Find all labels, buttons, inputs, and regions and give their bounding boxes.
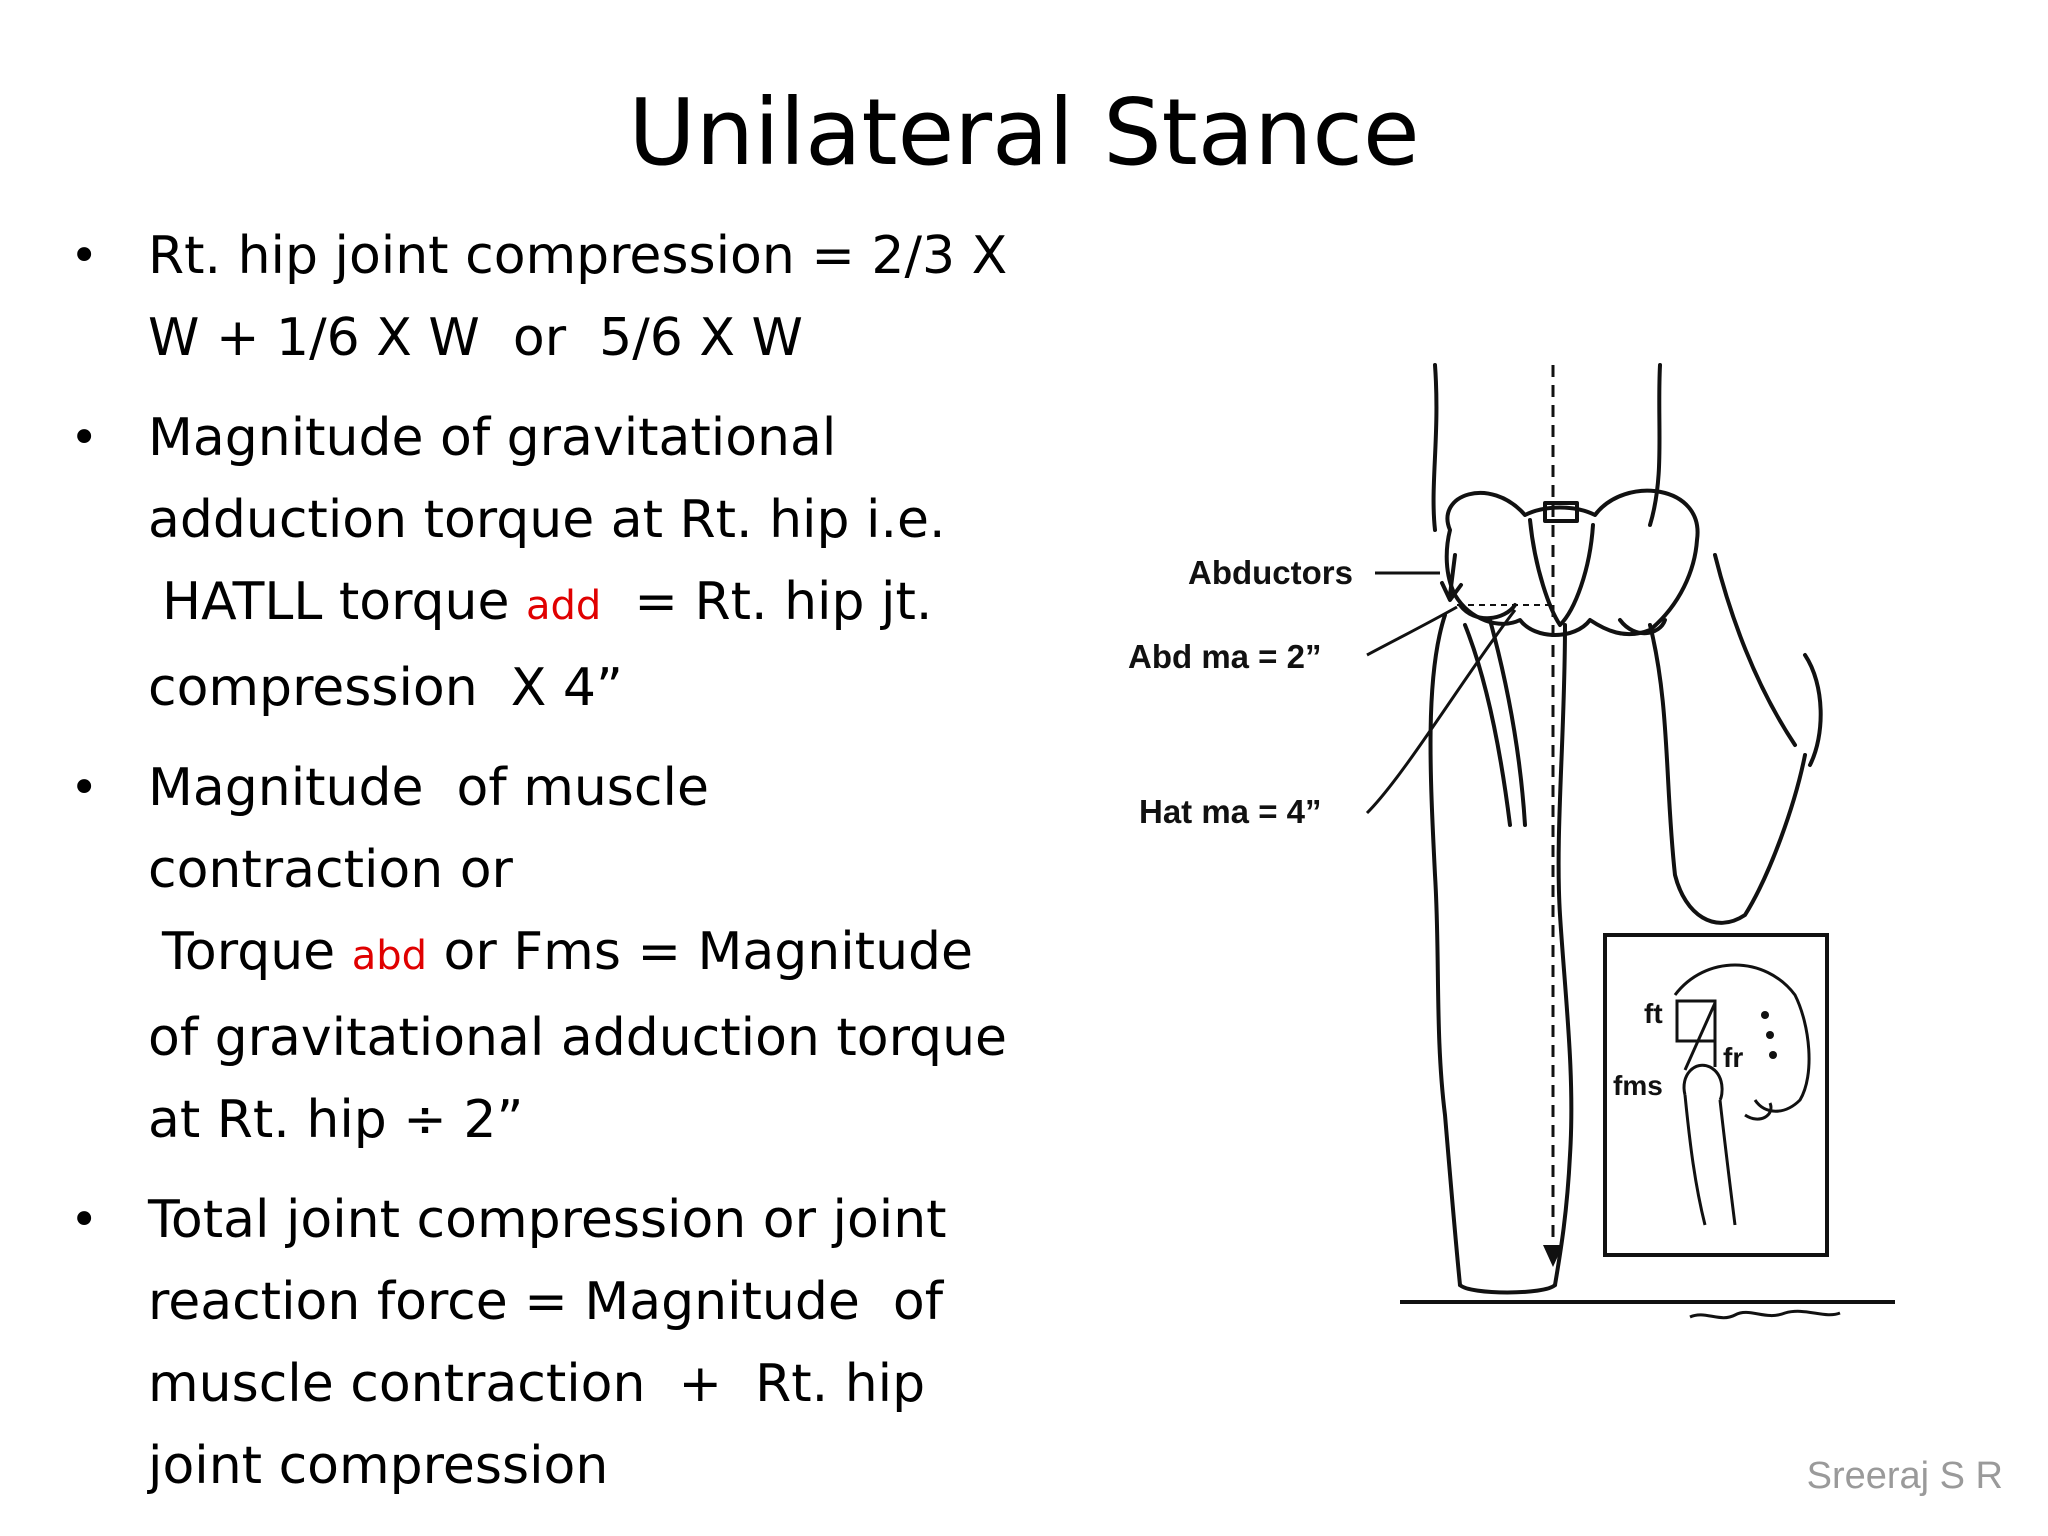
bullet-line: Total joint compression or joint: [148, 1190, 947, 1250]
bullet-line: joint compression: [148, 1436, 609, 1496]
abd-ma-leader: [1366, 605, 1458, 657]
inset-acetabulum: [1744, 1102, 1773, 1121]
label-abd-ma: Abd ma = 2”: [1128, 638, 1321, 675]
abductor-force-line: [1448, 553, 1457, 597]
formula-suffix: or Fms = Magnitude: [443, 922, 974, 982]
formula-line: at Rt. hip ÷ 2”: [148, 1090, 524, 1150]
label-ft: ft: [1644, 998, 1663, 1029]
force-parallelogram: [1675, 999, 1717, 1043]
formula-suffix: = Rt. hip jt.: [634, 572, 933, 632]
inset-drawing: [1673, 963, 1811, 1226]
inset-pelvis: [1673, 963, 1811, 1113]
acetabulum-right: [1618, 618, 1667, 636]
formula-line: compression X 4”: [148, 658, 623, 718]
bullet-line: muscle contraction + Rt. hip: [148, 1354, 926, 1414]
stance-leg-inner: [1553, 623, 1574, 1287]
pelvis-outline: [1444, 488, 1700, 637]
formula-line: of gravitational adduction torque: [148, 1008, 1008, 1068]
formula-prefix: Torque: [162, 922, 336, 982]
bullet-item-1: • Rt. hip joint compression = 2/3 X W + …: [70, 215, 1100, 379]
bullet-line: W + 1/6 X W or 5/6 X W: [148, 308, 803, 368]
subscript-abd: abd: [351, 933, 427, 979]
bullet-item-4: • Total joint compression or joint react…: [70, 1179, 1100, 1507]
femur-shaft-2: [1488, 618, 1527, 827]
bullet-dot: •: [70, 1192, 99, 1248]
bullet-list: • Rt. hip joint compression = 2/3 X W + …: [70, 215, 1100, 1525]
gravity-arrowhead: [1543, 1245, 1563, 1267]
bullet-line: Rt. hip joint compression = 2/3 X: [148, 226, 1008, 286]
body-outline: [1428, 363, 1823, 1295]
bullet-line: contraction or: [148, 840, 513, 900]
inset-femur-1: [1683, 1094, 1707, 1226]
label-fms: fms: [1613, 1070, 1663, 1101]
lifted-leg-outer: [1648, 623, 1807, 925]
bullet-item-3: • Magnitude of muscle contraction or: [70, 747, 1100, 911]
hat-ma-leader: [1365, 609, 1517, 815]
bullet-line: Magnitude of gravitational: [148, 408, 837, 468]
lifted-leg-inner: [1713, 553, 1797, 747]
abductor-arrowhead: [1440, 581, 1463, 602]
unilateral-stance-figure: Abductors Abd ma = 2” Hat ma = 4” ft fr …: [1105, 355, 1905, 1335]
inset-dots: [1761, 1011, 1777, 1059]
torso-left-edge: [1431, 363, 1439, 532]
bullet-dot: •: [70, 228, 99, 284]
femur-shaft-1: [1463, 623, 1512, 827]
bullet-line: adduction torque at Rt. hip i.e.: [148, 490, 946, 550]
label-fr: fr: [1723, 1042, 1743, 1073]
formula-line: HATLL torque add = Rt. hip jt.: [148, 561, 1100, 647]
bullet-line: reaction force = Magnitude of: [148, 1272, 944, 1332]
label-abductors: Abductors: [1188, 554, 1353, 591]
label-leaders: [1365, 571, 1517, 815]
torso-right-edge: [1648, 363, 1662, 527]
sacrum: [1528, 518, 1595, 627]
formula-torque-abd: Torque abd or Fms = Magnitude of gravita…: [70, 911, 1100, 1161]
fms-vector: [1683, 1002, 1717, 1071]
illustrator-signature: [1689, 1309, 1841, 1320]
dot: [1769, 1051, 1777, 1059]
subscript-add: add: [526, 583, 602, 629]
bullet-line: Magnitude of muscle: [148, 758, 709, 818]
dot: [1766, 1031, 1774, 1039]
hip-diagram: Abductors Abd ma = 2” Hat ma = 4” ft fr …: [1128, 363, 1895, 1320]
bullet-item-2: • Magnitude of gravitational adduction t…: [70, 397, 1100, 561]
stance-leg-outer: [1428, 613, 1462, 1287]
dot: [1761, 1011, 1769, 1019]
acetabulum-left: [1458, 603, 1517, 621]
bullet-dot: •: [70, 760, 99, 816]
slide-title: Unilateral Stance: [628, 79, 1420, 186]
label-hat-ma: Hat ma = 4”: [1139, 793, 1322, 830]
lifted-foot: [1803, 653, 1823, 767]
stance-foot: [1458, 1283, 1557, 1295]
formula-prefix: HATLL torque: [162, 572, 510, 632]
force-inset-box: [1603, 933, 1829, 1257]
inset-femoral-head: [1682, 1063, 1724, 1101]
author-credit: Sreeraj S R: [1806, 1455, 2003, 1497]
formula-hatll-torque: HATLL torque add = Rt. hip jt. compressi…: [70, 561, 1100, 729]
vertebra: [1543, 501, 1579, 523]
formula-line: Torque abd or Fms = Magnitude: [148, 911, 1100, 997]
inset-femur-2: [1718, 1099, 1737, 1226]
bullet-dot: •: [70, 410, 99, 466]
